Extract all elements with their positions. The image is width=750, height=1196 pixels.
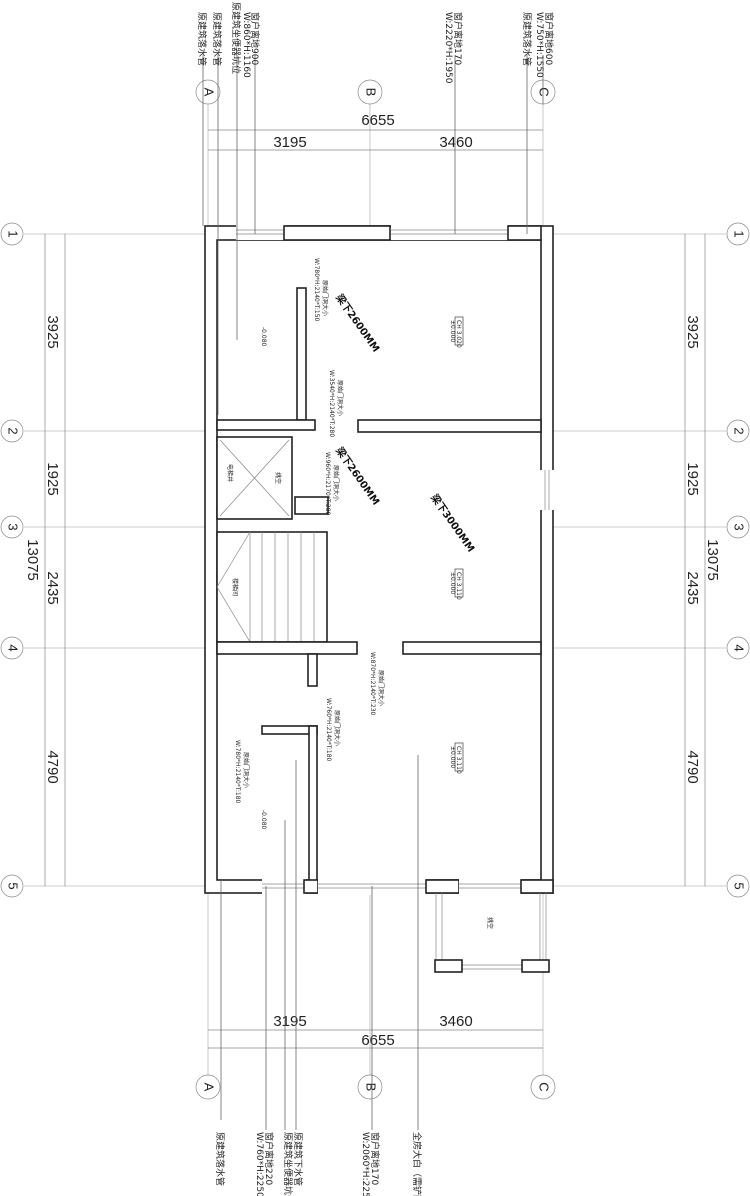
svg-text:6655: 6655 — [361, 1032, 394, 1049]
svg-text:C: C — [537, 87, 552, 96]
svg-text:2435: 2435 — [44, 571, 61, 604]
svg-text:原建筑落水管: 原建筑落水管 — [214, 1132, 226, 1186]
svg-text:4: 4 — [6, 644, 21, 651]
svg-text:W:780*H:2140*T:150: W:780*H:2140*T:150 — [313, 258, 320, 322]
dimensions-top: 6655 3195 3460 — [208, 112, 543, 151]
svg-text:±0.000: ±0.000 — [449, 572, 456, 594]
svg-text:4790: 4790 — [684, 750, 701, 783]
dimensions-bottom: 3195 3460 6655 — [208, 1013, 543, 1049]
svg-text:4: 4 — [732, 644, 747, 651]
axis-bubbles-rows-right: 1 2 3 4 5 — [726, 222, 750, 898]
svg-text:-0.080: -0.080 — [260, 810, 267, 830]
svg-text:原建筑坐便器坑位: 原建筑坐便器坑位 — [282, 1132, 294, 1196]
svg-text:窗户离地170: 窗户离地170 — [369, 1132, 381, 1185]
svg-text:3195: 3195 — [273, 134, 306, 151]
axis-bubble-top-a: A — [195, 79, 221, 105]
leader-lines — [202, 55, 544, 1130]
svg-text:2435: 2435 — [684, 571, 701, 604]
svg-text:13075: 13075 — [704, 539, 721, 581]
svg-text:1925: 1925 — [44, 462, 61, 495]
svg-text:6655: 6655 — [361, 112, 394, 129]
svg-text:3: 3 — [732, 523, 747, 530]
svg-text:W:2220*H:1950: W:2220*H:1950 — [443, 12, 453, 84]
svg-text:原建筑坐便器坑位: 原建筑坐便器坑位 — [230, 2, 242, 74]
walls — [204, 224, 556, 973]
svg-text:A: A — [202, 1083, 217, 1092]
svg-text:原建筑落水管: 原建筑落水管 — [521, 12, 533, 66]
svg-text:窗户离地900: 窗户离地900 — [249, 12, 261, 65]
svg-text:CH 3.110: CH 3.110 — [455, 746, 462, 774]
dimensions-right: 3925 1925 2435 4790 13075 — [684, 234, 721, 886]
room-label-void: 挑空 — [274, 472, 282, 484]
axis-bubble-bottom-a: A — [195, 1074, 221, 1100]
door-notes: 原始门洞大小 W:780*H:2140*T:150 原始门洞大小 W:3540*… — [234, 258, 385, 804]
svg-text:13075: 13075 — [24, 539, 41, 581]
room-label-elevator: 电梯井 — [226, 464, 234, 482]
svg-text:B: B — [364, 88, 379, 97]
svg-text:3925: 3925 — [44, 315, 61, 348]
axis-bubble-bottom-c: C — [530, 1074, 556, 1100]
svg-text:C: C — [537, 1082, 552, 1091]
svg-text:W:760*H:2140*T:180: W:760*H:2140*T:180 — [325, 698, 332, 762]
svg-text:±0.000: ±0.000 — [449, 320, 456, 342]
svg-text:4790: 4790 — [44, 750, 61, 783]
dimensions-left: 3925 1925 2435 4790 13075 — [24, 234, 66, 886]
svg-text:1925: 1925 — [684, 462, 701, 495]
svg-text:3195: 3195 — [273, 1013, 306, 1030]
room-label-balcony-void: 挑空 — [486, 917, 494, 929]
svg-text:W:3540*H:2140*T:280: W:3540*H:2140*T:280 — [328, 370, 335, 437]
svg-text:原建筑落水管: 原建筑落水管 — [211, 12, 223, 66]
svg-text:窗户离地220: 窗户离地220 — [263, 1132, 275, 1185]
room-label-stair: 楼梯间 — [231, 578, 239, 596]
svg-text:5: 5 — [6, 882, 21, 889]
svg-text:原始门洞大小: 原始门洞大小 — [333, 710, 341, 746]
svg-text:W:860*H:1160: W:860*H:1160 — [241, 12, 251, 78]
svg-text:CH 3.110: CH 3.110 — [455, 572, 462, 600]
svg-text:W:870*H:2140*T:230: W:870*H:2140*T:230 — [369, 652, 376, 716]
svg-text:W:750*H:1550: W:750*H:1550 — [534, 12, 544, 78]
svg-text:2: 2 — [6, 427, 21, 434]
level-marks: -0.080 -0.080 CH 3.020 ±0.000 CH 3.110 ±… — [260, 316, 464, 830]
svg-text:B: B — [364, 1083, 379, 1092]
svg-text:±0.000: ±0.000 — [449, 746, 456, 768]
svg-text:A: A — [202, 88, 217, 97]
svg-text:W:960*H:2170*T:280: W:960*H:2170*T:280 — [324, 452, 331, 516]
svg-text:2: 2 — [732, 427, 747, 434]
svg-text:3460: 3460 — [439, 134, 472, 151]
svg-text:W:760*H:2250: W:760*H:2250 — [254, 1132, 264, 1196]
svg-text:原始门洞大小: 原始门洞大小 — [321, 280, 329, 316]
svg-text:窗户离地600: 窗户离地600 — [543, 12, 555, 65]
svg-text:原建筑下水管: 原建筑下水管 — [292, 1132, 304, 1186]
svg-text:-0.080: -0.080 — [260, 327, 267, 347]
svg-text:3925: 3925 — [684, 315, 701, 348]
bottom-notes: 原建筑落水管 W:760*H:2250 窗户离地220 原建筑坐便器坑位 原建筑… — [214, 1132, 423, 1196]
top-notes: 原建筑落水管 原建筑落水管 原建筑坐便器坑位 W:860*H:1160 窗户离地… — [196, 2, 555, 84]
svg-text:全房大白（需铲除）: 全房大白（需铲除） — [411, 1132, 423, 1196]
svg-text:W:780*H:2140*T:180: W:780*H:2140*T:180 — [234, 740, 241, 804]
axis-bubbles-rows-left: 1 2 3 4 5 — [0, 222, 24, 898]
svg-text:CH 3.020: CH 3.020 — [455, 320, 462, 348]
svg-text:W:2060*H:2250: W:2060*H:2250 — [360, 1132, 370, 1196]
svg-text:原始门洞大小: 原始门洞大小 — [332, 465, 340, 501]
svg-text:窗户离地170: 窗户离地170 — [452, 12, 464, 65]
svg-text:5: 5 — [732, 882, 747, 889]
svg-text:原始门洞大小: 原始门洞大小 — [336, 380, 344, 416]
svg-text:原始门洞大小: 原始门洞大小 — [377, 670, 385, 706]
axis-bubble-bottom-b: B — [357, 1074, 383, 1100]
svg-text:3: 3 — [6, 523, 21, 530]
svg-text:3460: 3460 — [439, 1013, 472, 1030]
svg-text:1: 1 — [732, 230, 747, 237]
svg-text:原始门洞大小: 原始门洞大小 — [242, 752, 250, 788]
axis-bubble-top-b: B — [357, 79, 383, 105]
svg-text:1: 1 — [6, 230, 21, 237]
svg-text:原建筑落水管: 原建筑落水管 — [196, 12, 208, 66]
